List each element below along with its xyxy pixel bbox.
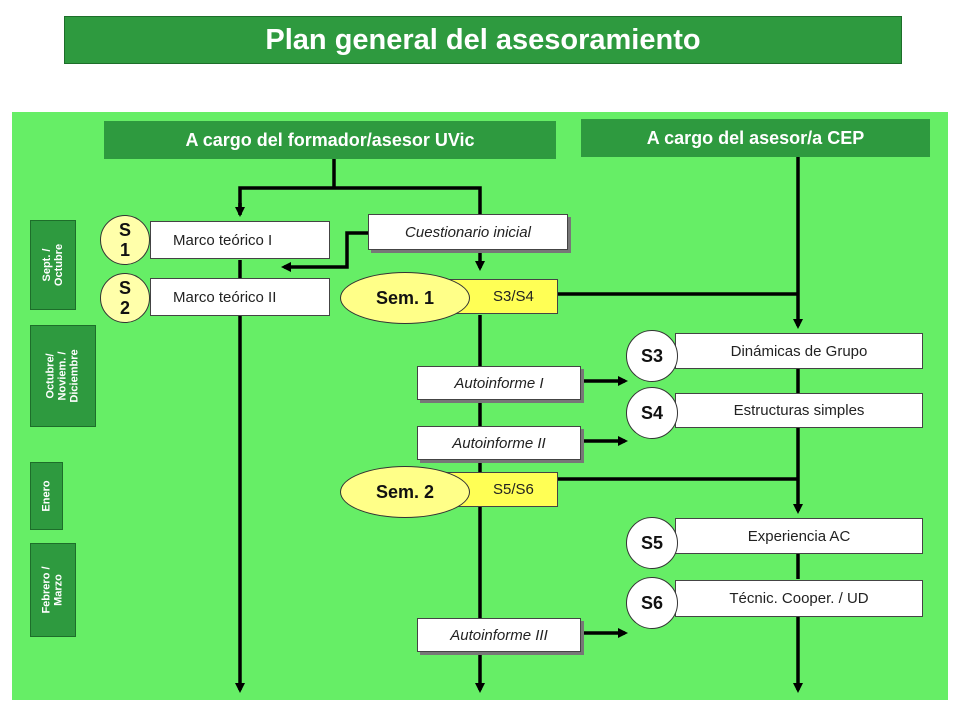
autoinforme-2-label: Autoinforme II bbox=[452, 434, 546, 452]
badge-line: S bbox=[118, 220, 131, 240]
badge-text: S3 bbox=[640, 345, 664, 366]
badge-text: S4 bbox=[640, 402, 664, 423]
s5-topic-label: Experiencia AC bbox=[747, 527, 851, 545]
autoinforme-3-label: Autoinforme III bbox=[450, 626, 548, 644]
badge-line: 2 bbox=[119, 298, 130, 318]
cuestionario-inicial-label: Cuestionario inicial bbox=[405, 223, 531, 241]
header-uvic: A cargo del formador/asesor UVic bbox=[104, 121, 556, 159]
marco-teorico-1-box: Marco teórico I bbox=[150, 221, 330, 259]
seminar-1-ellipse: Sem. 1 bbox=[340, 272, 470, 324]
autoinforme-2-box: Autoinforme II bbox=[417, 426, 581, 460]
session-s6-badge: S6 bbox=[626, 577, 678, 629]
badge-text: S5 bbox=[640, 532, 664, 553]
month-label: Octubre/ Noviem. / Diciembre bbox=[44, 349, 81, 403]
s3-topic-label: Dinámicas de Grupo bbox=[730, 342, 868, 360]
autoinforme-1-label: Autoinforme I bbox=[454, 374, 544, 392]
seminar-2-label: Sem. 2 bbox=[375, 481, 435, 502]
s4-topic-box: Estructuras simples bbox=[675, 393, 923, 428]
month-enero: Enero bbox=[30, 462, 63, 530]
sem1-sessions-label: S3/S4 bbox=[493, 288, 534, 305]
marco-teorico-1-label: Marco teórico I bbox=[173, 231, 273, 249]
session-s4-badge: S4 bbox=[626, 387, 678, 439]
s3-topic-box: Dinámicas de Grupo bbox=[675, 333, 923, 369]
session-s1-badge: S 1 bbox=[100, 215, 150, 265]
seminar-1-label: Sem. 1 bbox=[375, 287, 435, 308]
autoinforme-3-box: Autoinforme III bbox=[417, 618, 581, 652]
header-cep: A cargo del asesor/a CEP bbox=[581, 119, 930, 157]
s4-topic-label: Estructuras simples bbox=[733, 402, 865, 419]
session-s3-badge: S3 bbox=[626, 330, 678, 382]
session-s2-badge: S 2 bbox=[100, 273, 150, 323]
month-label: Sept. / Octubre bbox=[41, 243, 65, 287]
session-s5-badge: S5 bbox=[626, 517, 678, 569]
month-febrero-marzo: Febrero / Marzo bbox=[30, 543, 76, 637]
page-title: Plan general del asesoramiento bbox=[64, 16, 902, 64]
s5-topic-box: Experiencia AC bbox=[675, 518, 923, 554]
badge-line: S bbox=[118, 278, 131, 298]
marco-teorico-2-label: Marco teórico II bbox=[173, 288, 277, 306]
badge-line: 1 bbox=[119, 240, 130, 260]
badge-text: S6 bbox=[640, 592, 664, 613]
month-label: Enero bbox=[40, 480, 53, 512]
s6-topic-label: Técnic. Cooper. / UD bbox=[729, 590, 869, 607]
month-octubre-diciembre: Octubre/ Noviem. / Diciembre bbox=[30, 325, 96, 427]
autoinforme-1-box: Autoinforme I bbox=[417, 366, 581, 400]
s6-topic-box: Técnic. Cooper. / UD bbox=[675, 580, 923, 617]
marco-teorico-2-box: Marco teórico II bbox=[150, 278, 330, 316]
cuestionario-inicial-box: Cuestionario inicial bbox=[368, 214, 568, 250]
seminar-2-ellipse: Sem. 2 bbox=[340, 466, 470, 518]
month-sept-octubre: Sept. / Octubre bbox=[30, 220, 76, 310]
month-label: Febrero / Marzo bbox=[41, 566, 66, 614]
sem2-sessions-label: S5/S6 bbox=[493, 481, 534, 498]
